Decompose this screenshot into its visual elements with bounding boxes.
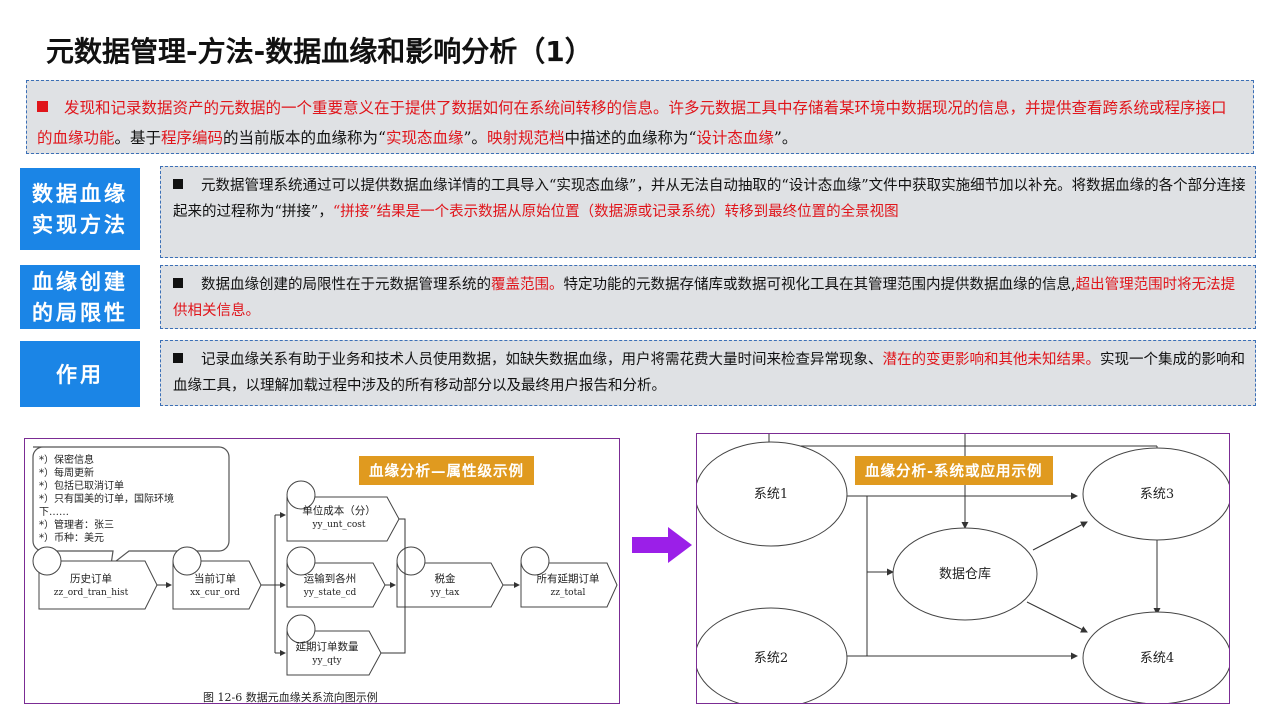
right-arrow-icon	[632, 527, 692, 563]
node-tax: 税金 yy_tax	[396, 546, 504, 608]
note-line: *）包括已取消订单	[39, 479, 124, 492]
intro-text-2: 。基于	[114, 129, 162, 147]
attribute-lineage-panel: *）保密信息 *）每周更新 *）包括已取消订单 *）只有国美的订单，国际环境 下…	[24, 438, 620, 704]
node-data-warehouse: 数据仓库	[892, 527, 1038, 621]
bullet-icon	[173, 278, 183, 288]
note-line: *）管理者：张三	[39, 518, 114, 531]
svg-text:xx_cur_ord: xx_cur_ord	[190, 588, 240, 598]
svg-text:系统2: 系统2	[754, 651, 788, 666]
intro-text-5: 中描述的血缘称为“	[564, 129, 697, 147]
node-hist-order: 历史订单 zz_ord_tran_hist	[32, 546, 158, 610]
node-ship-state: 运输到各州 yy_state_cd	[286, 546, 386, 608]
intro-text-3: 的当前版本的血缘称为“	[223, 129, 386, 147]
note-line: *）每周更新	[39, 466, 94, 479]
attribute-lineage-diagram: *）保密信息 *）每周更新 *）包括已取消订单 *）只有国美的订单，国际环境 下…	[32, 446, 618, 704]
svg-text:数据仓库: 数据仓库	[939, 566, 991, 582]
page-title: 元数据管理-方法-数据血缘和影响分析（1）	[46, 35, 593, 68]
node-system2: 系统2	[697, 607, 848, 703]
figure-caption: 图 12-6 数据元血缘关系流向图示例	[203, 690, 378, 704]
node-unit-cost: 单位成本（分） yy_unt_cost	[286, 480, 400, 542]
system-lineage-tag: 血缘分析-系统或应用示例	[855, 456, 1053, 485]
svg-text:yy_unt_cost: yy_unt_cost	[311, 520, 365, 530]
attribute-lineage-tag: 血缘分析—属性级示例	[359, 456, 534, 485]
label-purpose: 作用	[20, 341, 140, 407]
system-lineage-diagram: 系统1 系统2 数据仓库 系统3 系统4	[697, 434, 1229, 703]
svg-text:延期订单数量: 延期订单数量	[296, 640, 359, 653]
intro-text-6: ”。	[773, 129, 798, 147]
row-lineage-limits: 数据血缘创建的局限性在于元数据管理系统的覆盖范围。特定功能的元数据存储库或数据可…	[160, 265, 1256, 329]
svg-text:yy_tax: yy_tax	[430, 588, 460, 598]
label-lineage-method: 数据血缘实现方法	[20, 168, 140, 250]
svg-text:历史订单: 历史订单	[70, 573, 112, 585]
row-lineage-method: 元数据管理系统通过可以提供数据血缘详情的工具导入“实现态血缘”，并从无法自动抽取…	[160, 166, 1256, 258]
node-cur-order: 当前订单 xx_cur_ord	[172, 546, 262, 610]
row-purpose: 记录血缘关系有助于业务和技术人员使用数据，如缺失数据血缘，用户将需花费大量时间来…	[160, 340, 1256, 406]
svg-text:所有延期订单: 所有延期订单	[537, 572, 600, 585]
label-lineage-limits: 血缘创建的局限性	[20, 265, 140, 329]
node-backorder-qty: 延期订单数量 yy_qty	[286, 614, 382, 676]
svg-text:系统4: 系统4	[1140, 651, 1174, 666]
svg-text:系统1: 系统1	[754, 487, 788, 502]
svg-text:zz_ord_tran_hist: zz_ord_tran_hist	[54, 588, 129, 598]
svg-text:当前订单: 当前订单	[194, 572, 236, 585]
intro-text-4: ”。	[463, 129, 487, 147]
svg-text:yy_qty: yy_qty	[311, 656, 342, 666]
bullet-icon	[37, 101, 48, 112]
svg-text:税金: 税金	[435, 572, 456, 585]
svg-text:运输到各州: 运输到各州	[304, 572, 357, 585]
node-system3: 系统3	[1082, 447, 1229, 541]
intro-red-2: 程序编码	[161, 129, 224, 147]
node-system4: 系统4	[1082, 611, 1229, 703]
intro-text: 发现和记录数据资产的元数据的一个重要意义在于提供了数据如何在系统间转移的信息。许…	[37, 93, 1241, 153]
note-line: 下……	[39, 507, 69, 518]
bullet-icon	[173, 179, 183, 189]
system-lineage-panel: 系统1 系统2 数据仓库 系统3 系统4 血缘分析-系统或应用示例	[696, 433, 1230, 704]
intro-red-4: 映射规范档	[486, 129, 565, 147]
intro-box: 发现和记录数据资产的元数据的一个重要意义在于提供了数据如何在系统间转移的信息。许…	[26, 80, 1254, 154]
intro-red-3: 实现态血缘	[385, 129, 464, 147]
svg-text:单位成本（分）: 单位成本（分）	[302, 504, 376, 517]
intro-red-5: 设计态血缘	[696, 129, 774, 147]
note-line: *）保密信息	[39, 453, 94, 466]
node-system1: 系统1	[697, 441, 848, 547]
note-line: *）币种：美元	[39, 531, 104, 544]
node-all-backorders: 所有延期订单 zz_total	[520, 546, 618, 608]
bullet-icon	[173, 353, 183, 363]
svg-text:系统3: 系统3	[1140, 487, 1174, 502]
svg-text:zz_total: zz_total	[551, 588, 586, 598]
intro-red-1: 系统或程序接口的血缘功能	[37, 99, 1227, 147]
svg-text:yy_state_cd: yy_state_cd	[303, 588, 357, 598]
note-line: *）只有国美的订单，国际环境	[39, 492, 174, 505]
intro-red-lead: 发现和记录数据资产的元数据的一个重要意义在于提供了数据如何在系统间转移的信息。许…	[64, 99, 1119, 117]
